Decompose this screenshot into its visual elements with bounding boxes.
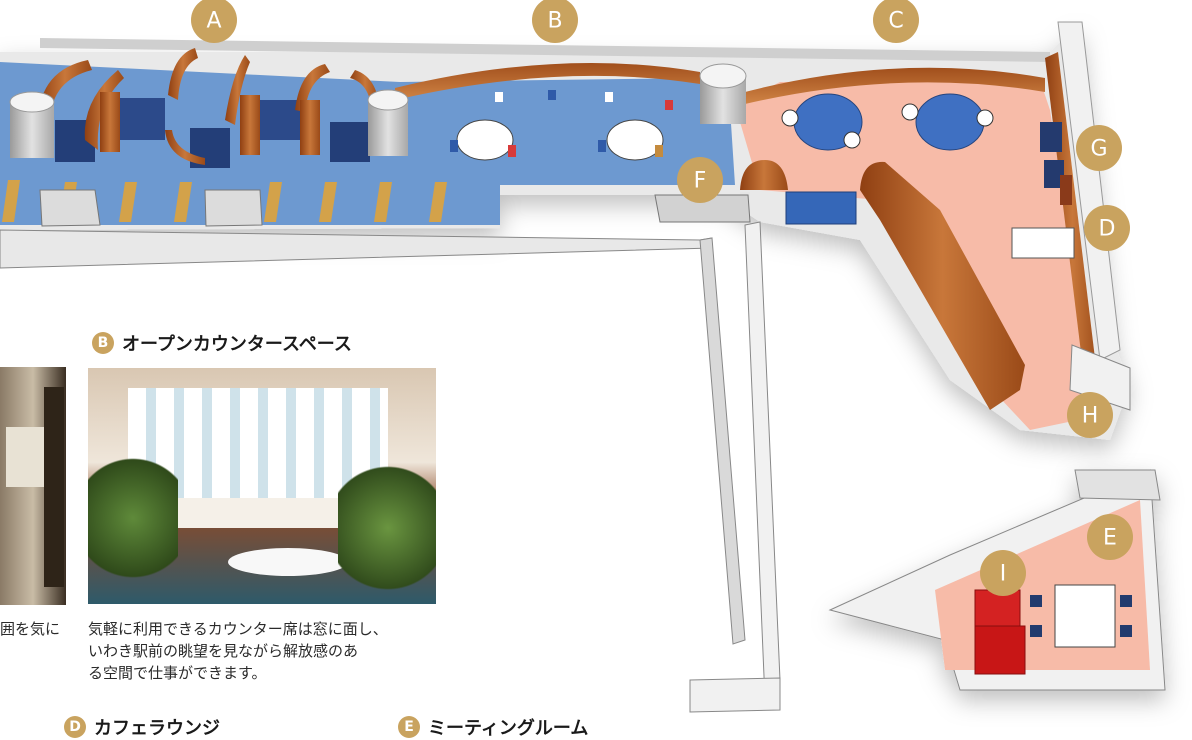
section-e-title-text: ミーティングルーム xyxy=(428,718,589,739)
zone-badge-e: E xyxy=(1087,514,1133,560)
zone-badge-c: C xyxy=(873,0,919,43)
counter-space-tables xyxy=(450,90,673,161)
section-b-badge: B xyxy=(92,332,114,354)
svg-text:F: F xyxy=(694,169,707,194)
cafe-furniture xyxy=(781,93,1075,259)
zone-badge-b: B xyxy=(532,0,578,43)
svg-text:H: H xyxy=(1082,404,1099,429)
section-d-title-text: カフェラウンジ xyxy=(94,718,220,739)
section-b-caption: 気軽に利用できるカウンター席は窓に面し、 いわき駅前の眺望を見ながら解放感のあ … xyxy=(88,620,388,682)
svg-text:B: B xyxy=(547,9,562,34)
svg-text:C: C xyxy=(888,9,903,34)
zone-badge-d: D xyxy=(1084,205,1130,251)
section-d-title: D カフェラウンジ xyxy=(64,714,220,740)
section-e-badge: E xyxy=(398,716,420,738)
counter-space-photo xyxy=(88,368,436,604)
zone-badge-a: A xyxy=(191,0,237,43)
zone-badge-i: I xyxy=(980,550,1026,596)
svg-text:A: A xyxy=(206,9,221,34)
zone-badge-h: H xyxy=(1067,392,1113,438)
pillars xyxy=(9,63,747,158)
svg-text:D: D xyxy=(1099,217,1116,242)
section-e-title: E ミーティングルーム xyxy=(398,714,588,740)
section-a-caption-fragment: 囲を気に xyxy=(0,620,61,638)
svg-text:E: E xyxy=(1103,526,1117,551)
section-d-badge: D xyxy=(64,716,86,738)
zone-badge-g: G xyxy=(1076,125,1122,171)
section-b-title-text: オープンカウンタースペース xyxy=(122,334,352,355)
zone-badges: A B C F G D H E I xyxy=(191,0,1133,596)
inner-partition xyxy=(740,160,1025,410)
zone-badge-f: F xyxy=(677,157,723,203)
section-b-title: B オープンカウンタースペース xyxy=(92,330,352,356)
booth-photo xyxy=(0,367,66,605)
svg-text:I: I xyxy=(1000,562,1007,587)
svg-text:G: G xyxy=(1090,137,1107,162)
